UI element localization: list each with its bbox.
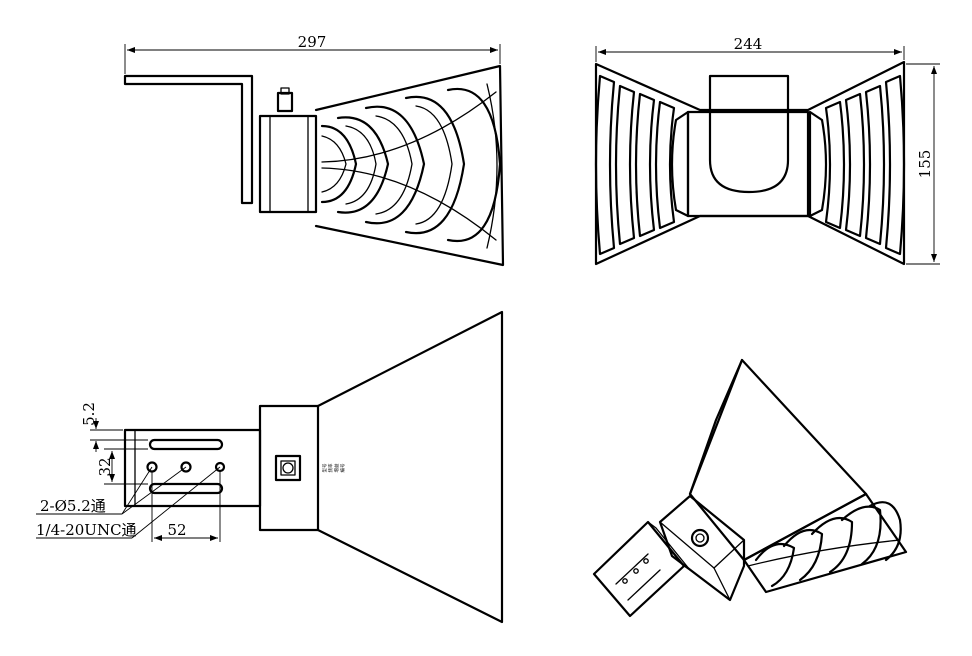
dim-32: 32 xyxy=(96,457,114,476)
connector-body xyxy=(276,91,294,113)
ridge-3 xyxy=(364,105,426,225)
iso-ridges xyxy=(742,492,908,594)
label-line3: 增益 xyxy=(333,463,340,472)
label-line1: 型号 xyxy=(321,463,328,472)
dim-5-2: 5.2 xyxy=(80,402,98,426)
horn-top xyxy=(316,310,504,624)
slot-bottom xyxy=(148,482,224,495)
mounting-bracket xyxy=(123,74,254,205)
dim-297: 297 xyxy=(298,33,327,51)
ridge-4 xyxy=(404,95,466,235)
hole-2 xyxy=(180,461,192,473)
dim-155: 155 xyxy=(916,150,934,179)
iso-bracket xyxy=(592,520,686,618)
connector-square xyxy=(274,454,302,482)
slot-top xyxy=(148,438,224,451)
connector-pin xyxy=(280,87,290,95)
dim-244: 244 xyxy=(734,35,763,53)
front-view: 244 155 xyxy=(594,35,940,266)
right-ridges xyxy=(808,74,906,256)
ridge-2 xyxy=(336,116,390,214)
horn-face xyxy=(688,358,868,562)
horn-outline xyxy=(314,64,505,267)
ridge-1 xyxy=(320,124,358,204)
side-view: 297 xyxy=(123,33,505,267)
callout-threaded-hole: 1/4-20UNC通 xyxy=(36,521,137,539)
isometric-view xyxy=(592,358,908,618)
label-line4: 编号 xyxy=(339,463,346,472)
aperture-rect xyxy=(686,110,810,218)
antenna-body-top xyxy=(258,404,320,532)
iso-connector xyxy=(690,528,710,548)
bracket-plate xyxy=(123,428,262,508)
connector-housing xyxy=(708,74,790,194)
hole-1 xyxy=(146,461,158,473)
antenna-body xyxy=(258,114,318,214)
callout-through-holes: 2-Ø5.2通 xyxy=(40,497,106,515)
body-block xyxy=(658,494,746,602)
left-ridges xyxy=(594,74,690,256)
top-view: 型号 频率 增益 编号 5.2 32 52 2-Ø5.2通 1/4-20UNC通 xyxy=(36,310,504,624)
horn-frame xyxy=(594,60,906,266)
hole-threaded xyxy=(214,461,226,473)
dim-52: 52 xyxy=(167,521,186,539)
label-line2: 频率 xyxy=(327,463,334,472)
ridge-5 xyxy=(446,87,502,243)
label-plate: 型号 频率 增益 编号 xyxy=(321,463,346,472)
